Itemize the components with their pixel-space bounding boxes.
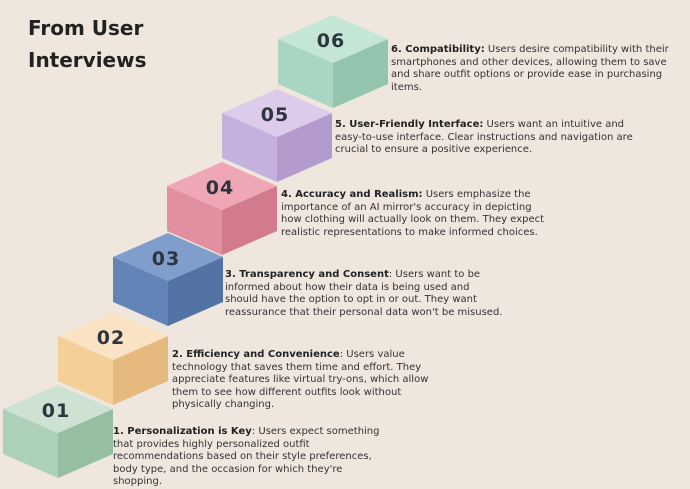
step-4-text: Users emphasize the importance of an AI … xyxy=(281,189,545,238)
step-2-separator: : xyxy=(339,349,347,360)
step-4-side-face xyxy=(222,186,277,255)
step-5-side-face xyxy=(277,113,332,182)
step-4-description: 4. Accuracy and Realism: Users emphasize… xyxy=(281,189,551,239)
step-5-description: 5. User-Friendly Interface: Users want a… xyxy=(335,119,635,157)
step-1-cube: 01 xyxy=(3,385,113,478)
step-3-front-face xyxy=(113,257,168,326)
step-4-front-face xyxy=(167,186,222,255)
step-1-heading: 1. Personalization is Key xyxy=(113,426,252,437)
step-2-cube: 02 xyxy=(58,312,168,405)
step-6-number: 06 xyxy=(317,30,345,52)
step-3-cube: 03 xyxy=(113,233,223,326)
step-4-cube: 04 xyxy=(167,162,277,255)
step-6-heading: 6. Compatibility: xyxy=(391,44,485,55)
step-6-top-face xyxy=(278,15,388,63)
step-5-front-face xyxy=(222,113,277,182)
title-line-2: Interviews xyxy=(28,48,147,72)
step-2-text: Users value technology that saves them t… xyxy=(172,349,429,410)
step-2-description: 2. Efficiency and Convenience: Users val… xyxy=(172,349,447,412)
step-6-text: Users desire compatibility with their sm… xyxy=(391,44,669,93)
step-4-heading: 4. Accuracy and Realism: xyxy=(281,189,423,200)
step-5-text: Users want an intuitive and easy-to-use … xyxy=(335,119,633,155)
step-6-front-face xyxy=(278,39,333,108)
step-6-description: 6. Compatibility: Users desire compatibi… xyxy=(391,44,683,94)
step-5-heading: 5. User-Friendly Interface: xyxy=(335,119,484,130)
step-3-separator: : xyxy=(388,269,396,280)
step-3-description: 3. Transparency and Consent: Users want … xyxy=(225,269,505,319)
step-6-side-face xyxy=(333,39,388,108)
step-1-description: 1. Personalization is Key: Users expect … xyxy=(113,426,393,489)
step-3-heading: 3. Transparency and Consent xyxy=(225,269,389,280)
step-3-top-face xyxy=(113,233,223,281)
step-5-cube: 05 xyxy=(222,89,332,182)
step-5-top-face xyxy=(222,89,332,137)
step-2-front-face xyxy=(58,336,113,405)
step-2-number: 02 xyxy=(97,327,125,349)
step-2-top-face xyxy=(58,312,168,360)
step-3-number: 03 xyxy=(152,248,180,270)
step-2-side-face xyxy=(113,336,168,405)
step-4-top-face xyxy=(167,162,277,210)
step-3-text: Users want to be informed about how thei… xyxy=(225,269,503,318)
step-1-front-face xyxy=(3,409,58,478)
page-title: From User Interviews xyxy=(28,12,147,76)
step-1-top-face xyxy=(3,385,113,433)
step-5-number: 05 xyxy=(261,104,289,126)
step-3-side-face xyxy=(168,257,223,326)
step-1-number: 01 xyxy=(42,400,70,422)
step-2-heading: 2. Efficiency and Convenience xyxy=(172,349,340,360)
title-line-1: From User xyxy=(28,16,144,40)
step-1-separator: : xyxy=(251,426,259,437)
step-1-text: Users expect something that provides hig… xyxy=(113,426,380,487)
step-1-side-face xyxy=(58,409,113,478)
step-6-cube: 06 xyxy=(278,15,388,108)
step-4-number: 04 xyxy=(206,177,234,199)
